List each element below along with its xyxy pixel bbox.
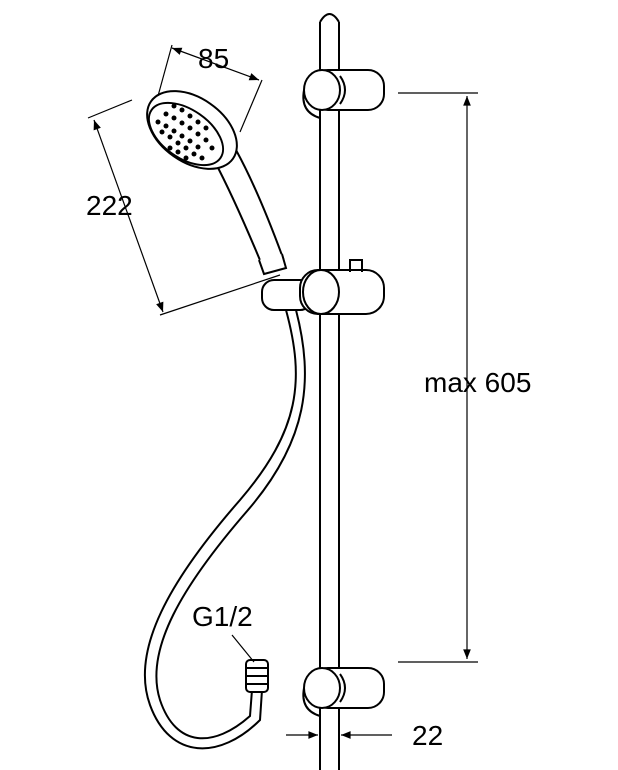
head-width-label: 85 [198,43,229,74]
rail-diameter-label: 22 [412,720,443,751]
rail-height-label: max 605 [424,367,531,398]
top-wall-bracket [302,69,385,119]
inlet-thread-label: G1/2 [192,601,253,632]
slide-rail [319,13,340,770]
shower-holder-slider [261,259,385,315]
dimension-lines [87,44,478,739]
handshower-length-label: 222 [86,190,133,221]
bottom-wall-bracket [302,667,385,717]
hand-shower [146,90,288,276]
shower-hose [143,309,306,750]
hose-connector-nut [245,659,269,693]
